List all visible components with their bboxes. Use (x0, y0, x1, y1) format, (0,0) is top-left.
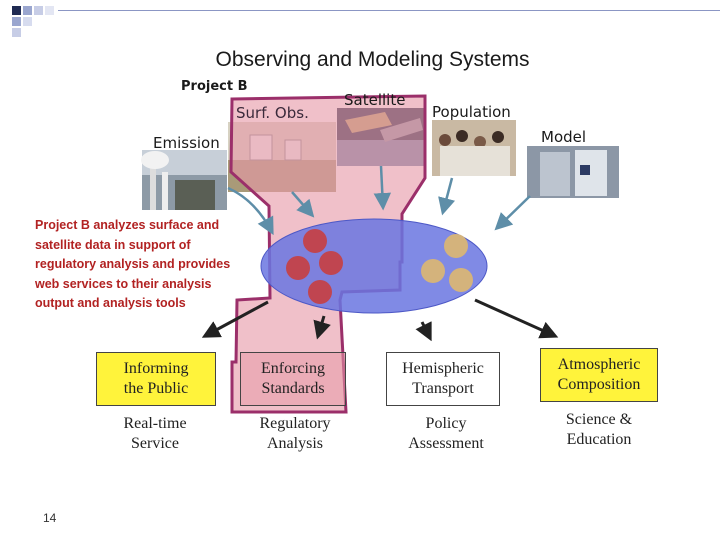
caption-line: Policy (425, 415, 467, 432)
population-photo (432, 120, 516, 176)
population-label: Population (432, 103, 511, 121)
caption-line: Real-time (123, 415, 187, 432)
project-b-description: Project B analyzes surface and satellite… (35, 218, 231, 310)
science-caption: Science & Education (542, 410, 656, 450)
regulatory-caption: Regulatory Analysis (240, 414, 350, 454)
caption-line: Science & (565, 411, 633, 428)
enforcing-standards-box: Enforcing Standards (240, 352, 346, 406)
red-circle (303, 229, 327, 253)
caption-line: Education (566, 431, 632, 448)
box-line: Informing (123, 360, 189, 377)
tan-circle (444, 234, 468, 258)
red-circle (286, 256, 310, 280)
output-arrow (313, 315, 331, 340)
page-number: 14 (43, 511, 57, 525)
model-photo (527, 146, 619, 198)
policy-caption: Policy Assessment (388, 414, 504, 454)
red-circle (319, 251, 343, 275)
input-arrow (438, 177, 456, 216)
corner-square (45, 6, 54, 15)
corner-square (34, 6, 43, 15)
caption-line: Assessment (408, 435, 484, 452)
slide-title: Observing and Modeling Systems (215, 48, 530, 71)
emission-photo (141, 150, 227, 210)
output-arrow (201, 300, 269, 338)
satellite-label: Satellite (344, 91, 406, 109)
corner-square (23, 17, 32, 26)
box-line: Standards (261, 380, 325, 397)
box-line: Transport (412, 380, 474, 397)
box-line: the Public (123, 380, 189, 397)
caption-line: Analysis (267, 435, 323, 452)
emission-label: Emission (153, 134, 220, 152)
output-arrow (415, 321, 432, 342)
analysis-ellipse-overlap (260, 218, 488, 314)
box-line: Atmospheric (557, 356, 641, 373)
input-arrow (373, 165, 392, 211)
informing-public-box: Informing the Public (96, 352, 216, 406)
model-label: Model (541, 128, 587, 146)
corner-square (12, 17, 21, 26)
caption-line: Service (131, 435, 179, 452)
box-line: Composition (557, 376, 641, 393)
header-rule (58, 10, 720, 11)
red-circle (308, 280, 332, 304)
box-line: Enforcing (261, 360, 325, 377)
tan-circle (421, 259, 445, 283)
corner-square (23, 6, 32, 15)
box-line: Hemispheric (402, 360, 484, 377)
input-arrow (494, 195, 531, 231)
caption-line: Regulatory (259, 415, 331, 432)
input-arrow (291, 191, 315, 218)
hemispheric-transport-box: Hemispheric Transport (386, 352, 500, 406)
atmospheric-composition-box: Atmospheric Composition (540, 348, 658, 402)
surf-obs-label: Surf. Obs. (236, 104, 309, 122)
corner-square (12, 6, 21, 15)
tan-circle (449, 268, 473, 292)
output-arrow (474, 298, 559, 339)
project-b-label: Project B (181, 79, 248, 94)
corner-square (12, 28, 21, 37)
real-time-caption: Real-time Service (100, 414, 210, 454)
input-arrow (227, 186, 274, 236)
